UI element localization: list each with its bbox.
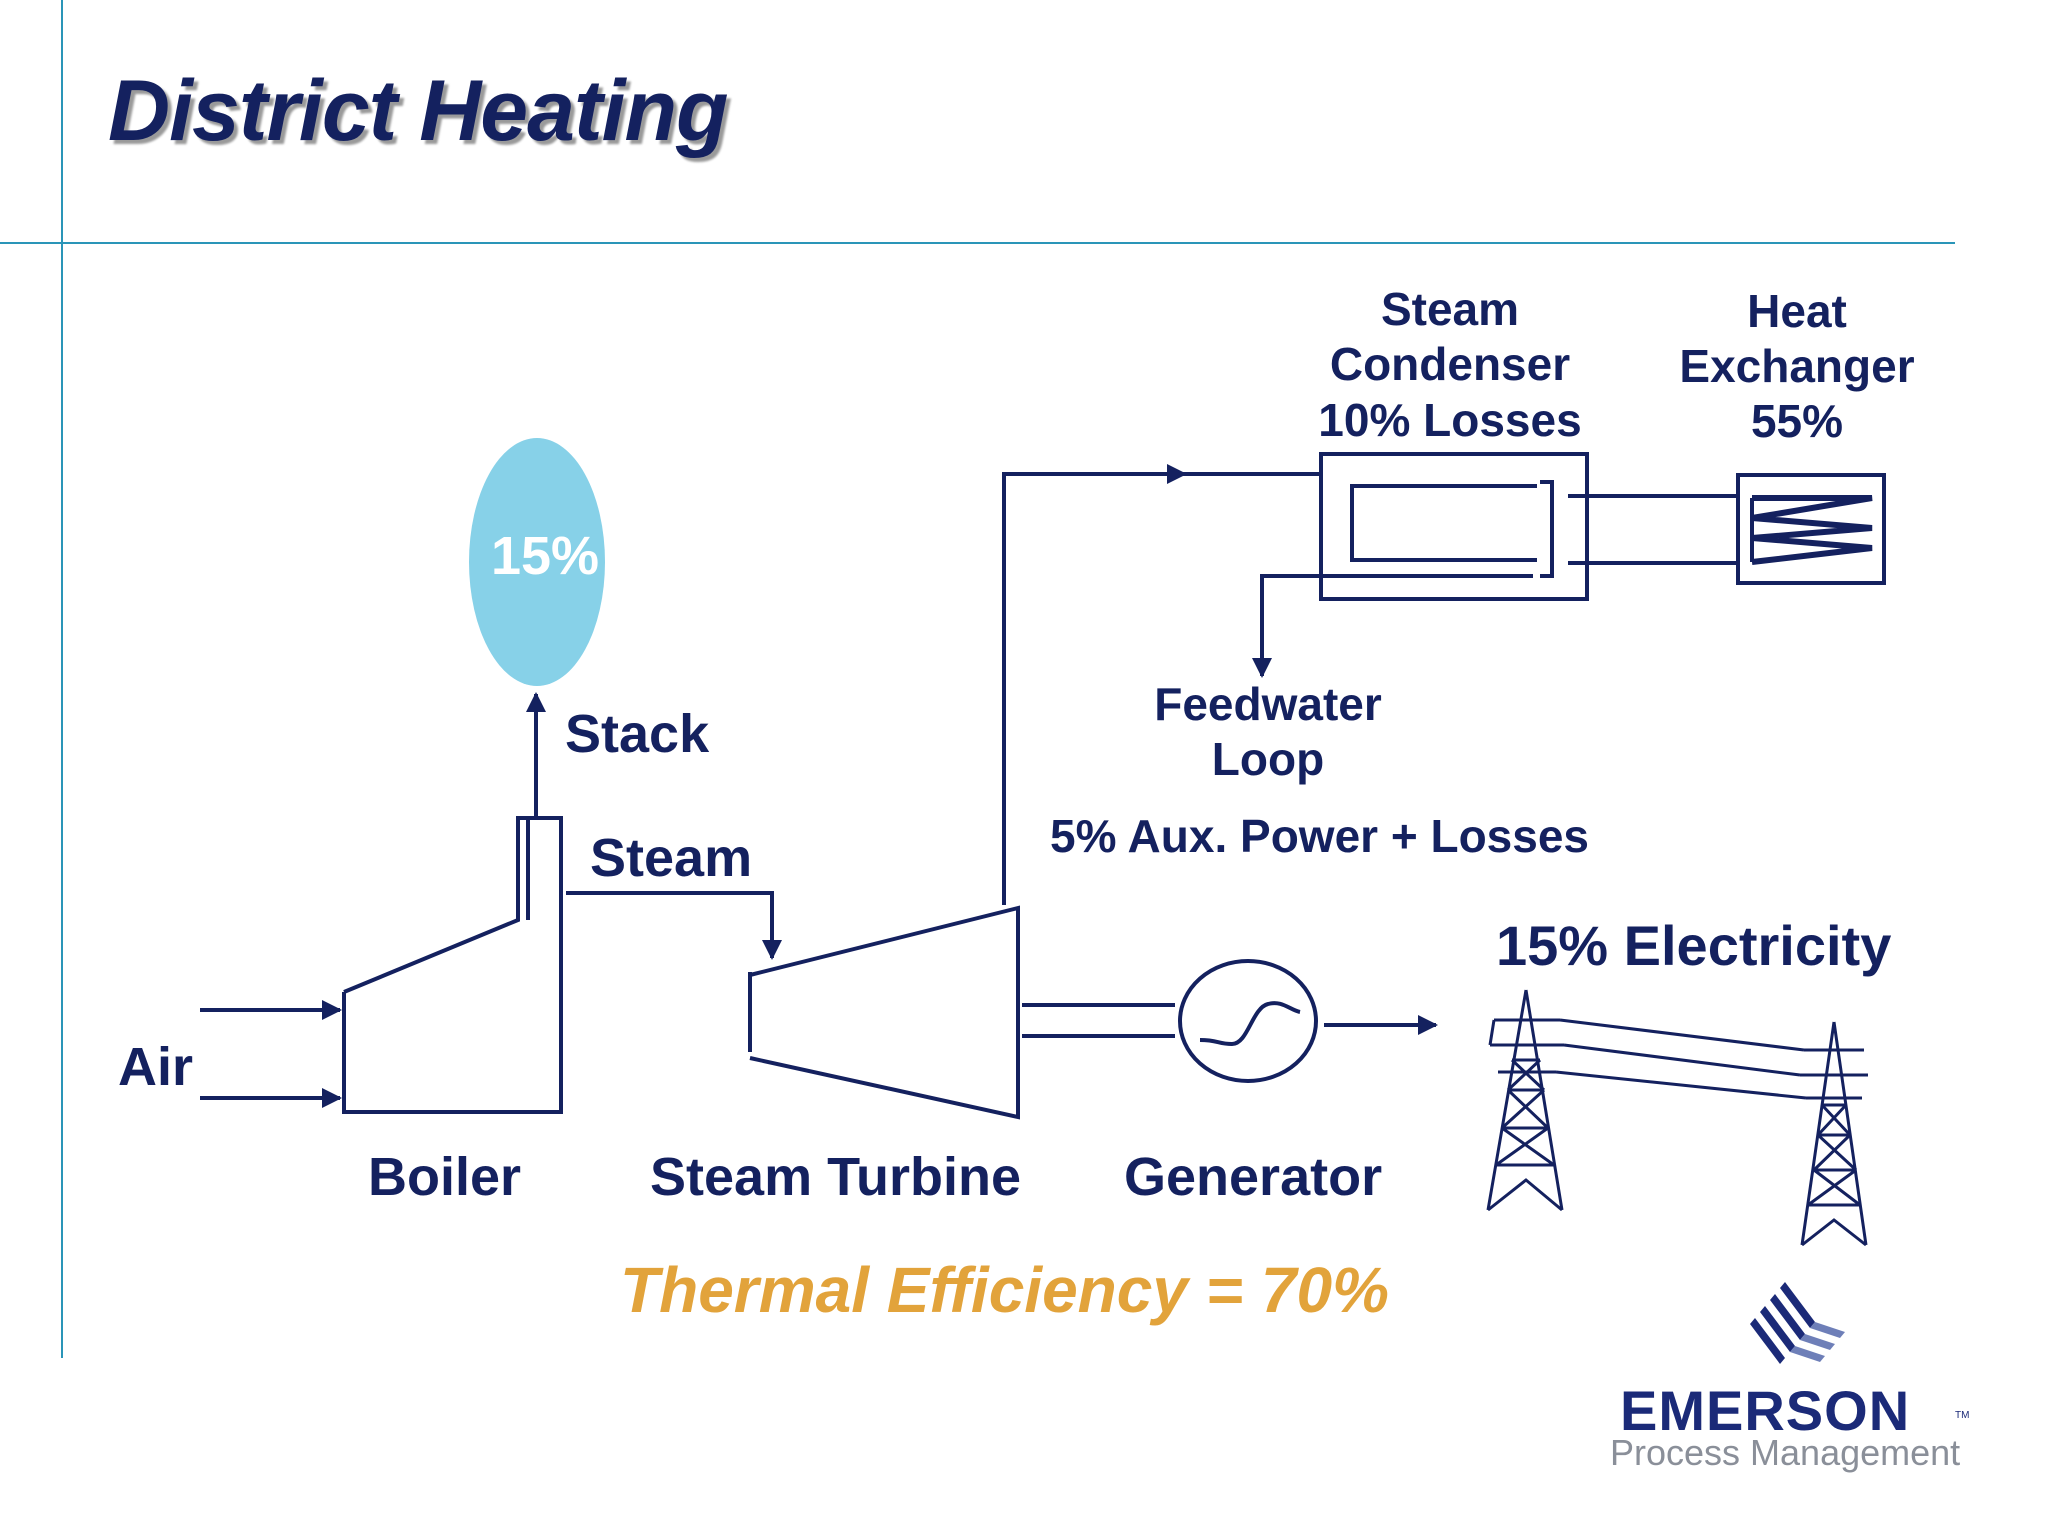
steam-line <box>566 891 782 960</box>
condenser-label-line-2: Condenser <box>1330 338 1570 390</box>
steam-turbine-label: Steam Turbine <box>650 1147 1021 1207</box>
boiler-label: Boiler <box>368 1147 521 1207</box>
tower-right <box>1800 1021 1868 1247</box>
heat-exchanger-label-line-2: Exchanger <box>1679 340 1914 392</box>
air-label: Air <box>118 1037 193 1097</box>
turbine-outline <box>749 905 1020 1120</box>
emerson-logo-subtitle: Process Management <box>1610 1432 1961 1473</box>
heat-exchanger-label-line-1: Heat <box>1747 285 1847 337</box>
electricity-label: 15% Electricity <box>1496 914 1891 977</box>
condenser-tube <box>1350 480 1554 578</box>
title-rule <box>0 242 1955 244</box>
condenser-label-line-3: 10% Losses <box>1318 394 1581 446</box>
feedwater-label-line-2: Loop <box>1212 733 1324 785</box>
aux-losses-label: 5% Aux. Power + Losses <box>1050 810 1589 862</box>
tower-left <box>1486 989 1564 1212</box>
emerson-logo-tm: TM <box>1955 1410 1970 1421</box>
heat-exchanger-label-line-3: 55% <box>1751 395 1843 447</box>
feedwater-line <box>1252 574 1533 678</box>
generator-circle <box>1178 959 1318 1083</box>
thermal-efficiency: Thermal Efficiency = 70% <box>620 1254 1389 1326</box>
heat-exchanger-coil <box>1751 495 1873 565</box>
steam-label: Steam <box>590 828 752 888</box>
condenser-box <box>1319 452 1589 601</box>
feedwater-label-line-1: Feedwater <box>1154 678 1382 730</box>
boiler-outline <box>342 816 563 1114</box>
emerson-logo: EMERSON TM Process Management <box>1600 1280 1980 1480</box>
stack-plume <box>469 438 605 686</box>
turbine-exhaust-line <box>1002 464 1187 905</box>
process-lines <box>200 452 1886 1120</box>
emerson-logo-word: EMERSON <box>1620 1379 1911 1442</box>
stack-label: Stack <box>565 704 710 764</box>
power-lines <box>1488 1018 1807 1100</box>
slide-title: District Heating <box>108 63 729 159</box>
transmission-towers <box>1486 989 1868 1247</box>
emerson-logo-mark <box>1750 1282 1845 1364</box>
generator-label: Generator <box>1124 1147 1382 1207</box>
stack-plume-value: 15% <box>491 526 599 586</box>
heat-exchanger-box <box>1736 473 1886 585</box>
generator-sine <box>1199 1001 1301 1047</box>
left-rule <box>61 0 63 1358</box>
condenser-label-line-1: Steam <box>1381 283 1519 335</box>
